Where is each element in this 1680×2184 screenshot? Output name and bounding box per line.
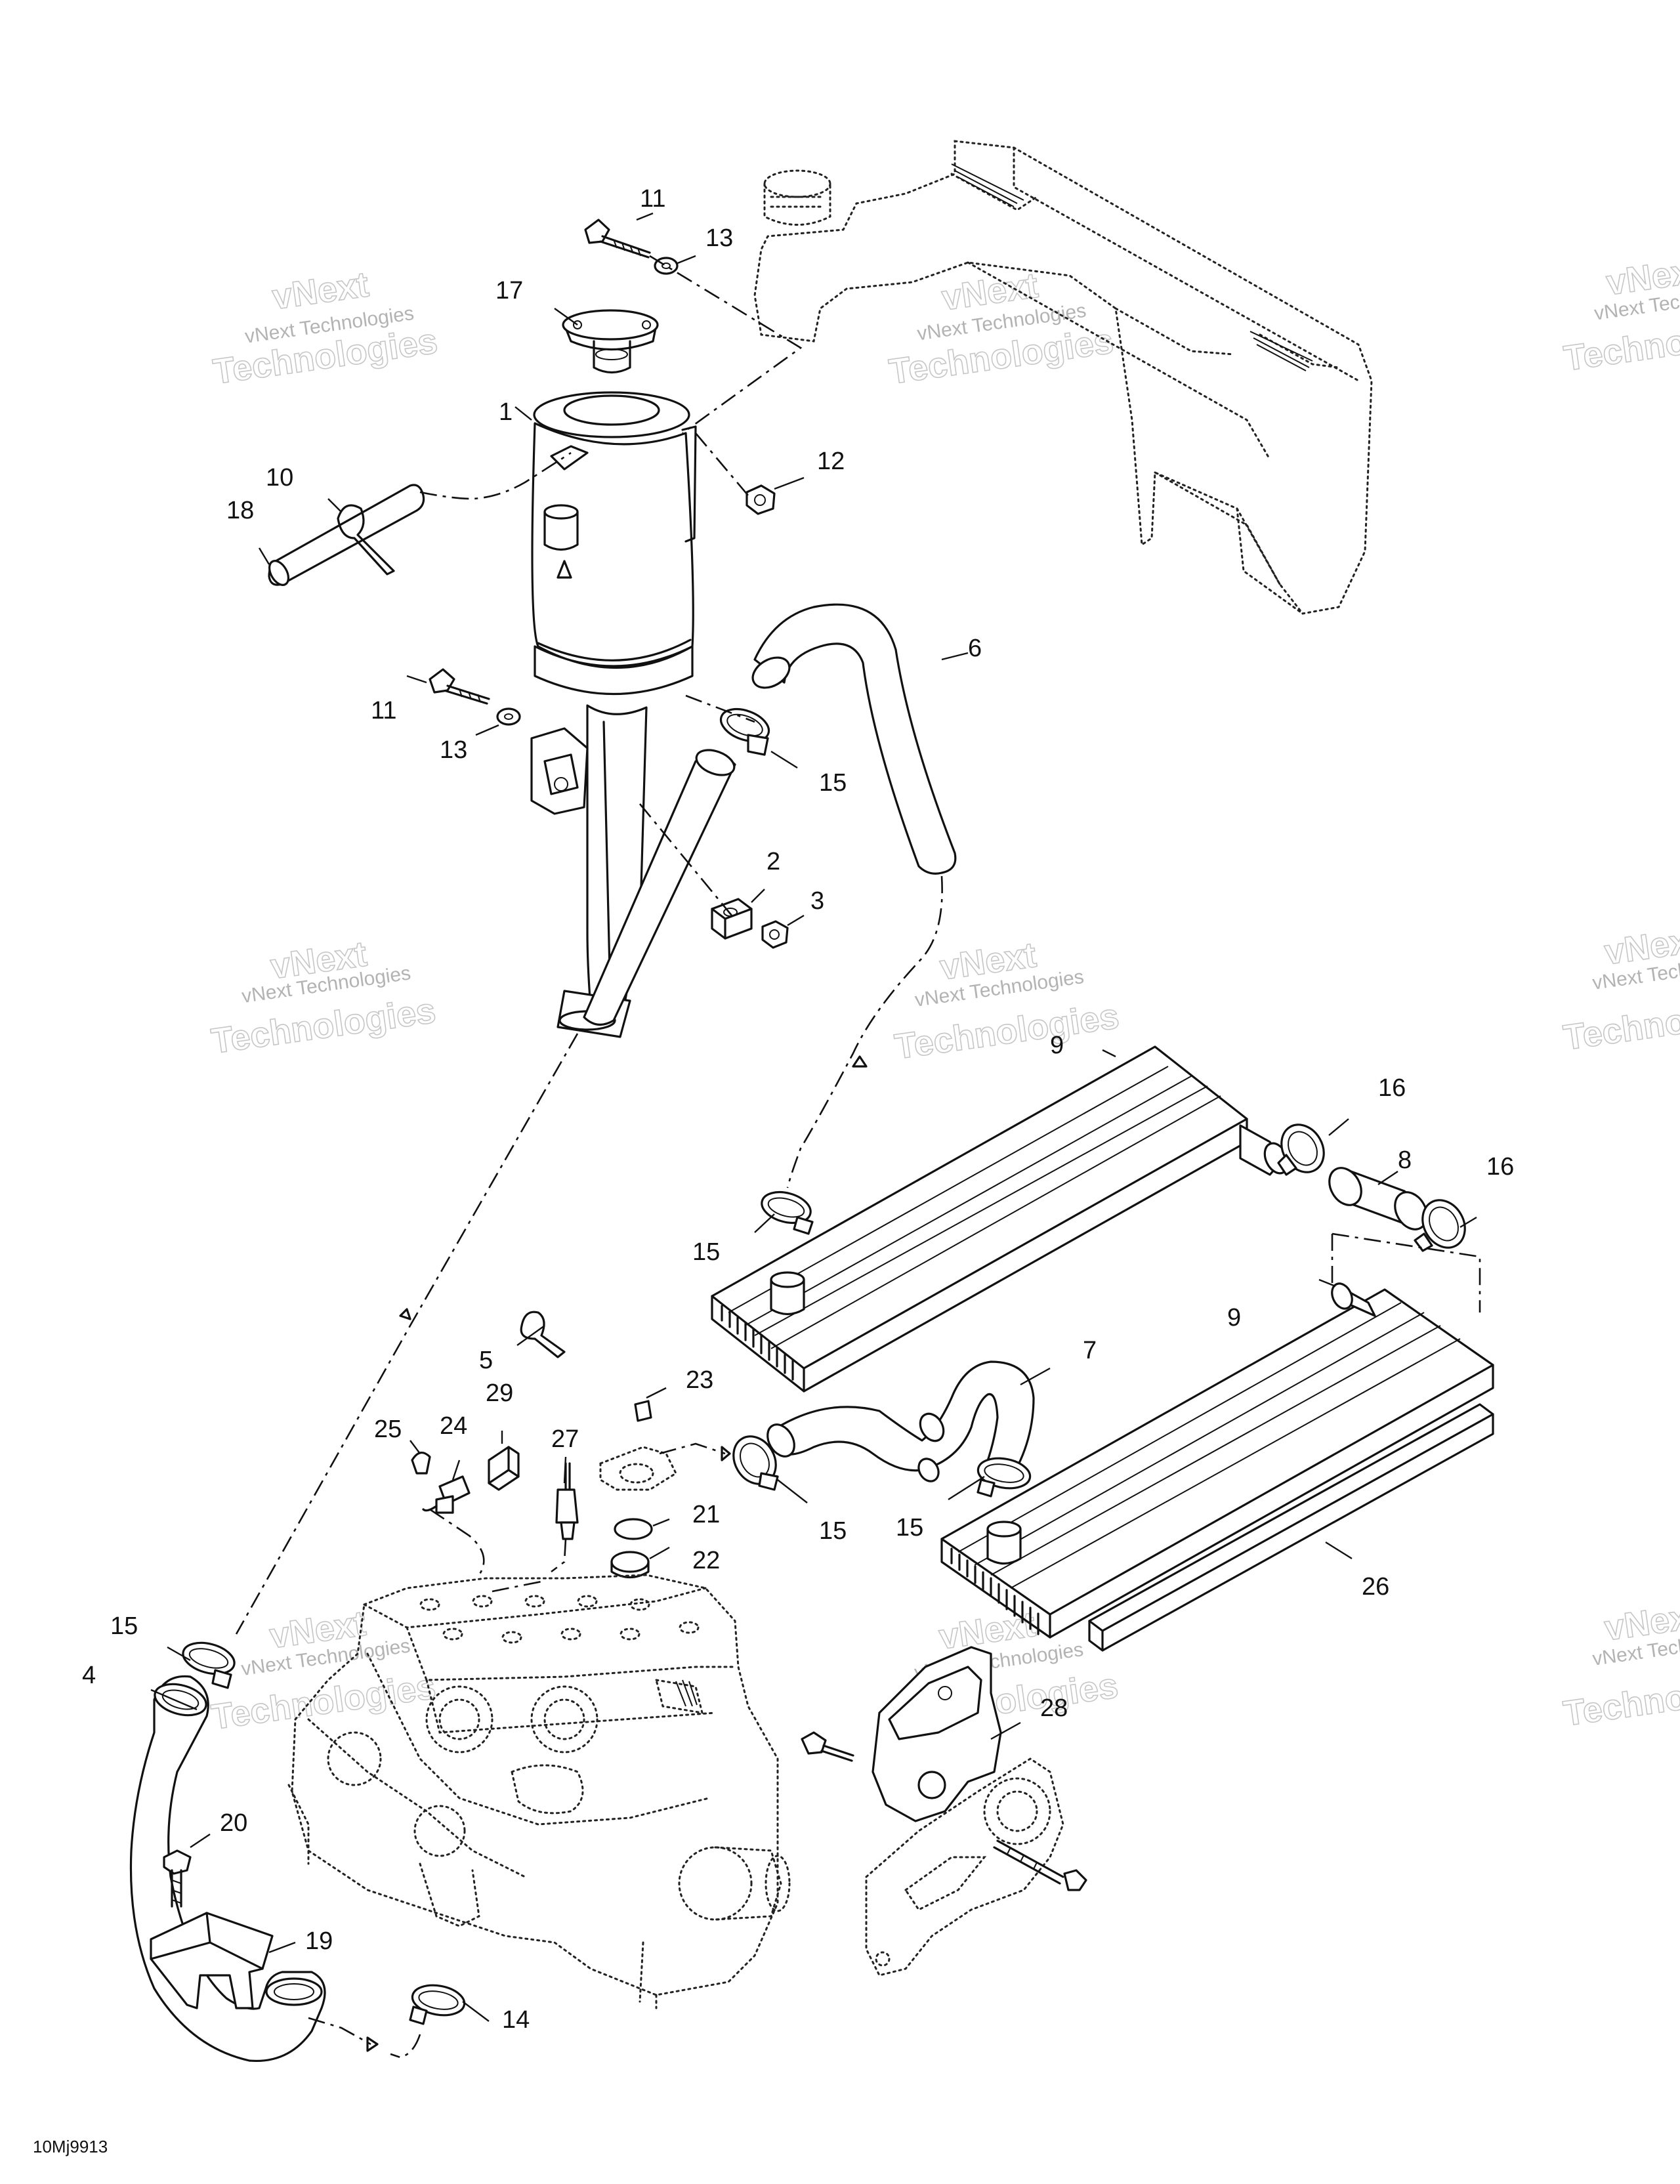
oring-21 bbox=[614, 1518, 653, 1540]
outlet-housing-dotted bbox=[599, 1446, 677, 1491]
callout-16-upper: 16 bbox=[1378, 1074, 1406, 1102]
callout-1: 1 bbox=[499, 398, 513, 426]
pressure-cap bbox=[562, 309, 659, 374]
sensor-24 bbox=[422, 1475, 471, 1514]
callout-11-top: 11 bbox=[640, 185, 665, 213]
callout-11-lower: 11 bbox=[371, 697, 396, 724]
watermark-f: vNext vNext Technologies Technologies bbox=[1561, 919, 1680, 1058]
vent-hose-18 bbox=[268, 484, 425, 586]
watermark-i: vNext vNext Technologies Technologies bbox=[1561, 1595, 1680, 1734]
tank-bracket bbox=[530, 727, 589, 815]
callout-15-hose6: 15 bbox=[819, 769, 847, 797]
watermark-big-word: Technologies bbox=[1561, 987, 1680, 1057]
clamp-15-radiator-upper bbox=[761, 1190, 814, 1235]
callout-20: 20 bbox=[220, 1809, 247, 1837]
nut-12 bbox=[746, 484, 776, 515]
callout-leader-lines bbox=[150, 212, 1477, 2022]
callout-12: 12 bbox=[817, 448, 845, 475]
bracket-19 bbox=[150, 1912, 274, 2009]
tie-clamp-10 bbox=[337, 504, 395, 576]
callout-9-lower: 9 bbox=[1227, 1304, 1241, 1332]
screw-20 bbox=[163, 1849, 192, 1908]
watermark-c: vNext vNext Technologies Technologies bbox=[1561, 250, 1680, 379]
callout-15-radiator-upper: 15 bbox=[692, 1238, 720, 1266]
clamp-15-hose6 bbox=[719, 707, 770, 756]
watermark-d: vNext vNext Technologies Technologies bbox=[209, 934, 439, 1062]
callout-17: 17 bbox=[495, 277, 523, 304]
callout-7: 7 bbox=[1083, 1337, 1097, 1364]
callout-21: 21 bbox=[692, 1501, 720, 1528]
spacer-2 bbox=[711, 898, 753, 940]
cover-28 bbox=[872, 1646, 1002, 1822]
screw-28-left bbox=[801, 1731, 854, 1762]
callout-4: 4 bbox=[82, 1662, 96, 1689]
radiator-upper bbox=[711, 1045, 1290, 1393]
callout-3: 3 bbox=[810, 887, 824, 915]
callout-2: 2 bbox=[766, 848, 780, 875]
watermarks: vNext vNext Technologies Technologies vN… bbox=[209, 250, 1680, 1738]
clamp-15-hose7-left bbox=[732, 1435, 779, 1491]
callout-25: 25 bbox=[374, 1416, 402, 1443]
clamp-16a bbox=[1277, 1124, 1325, 1176]
frame-chassis-dotted bbox=[753, 140, 1373, 615]
connector-29 bbox=[488, 1446, 520, 1491]
callout-16-lower: 16 bbox=[1486, 1153, 1514, 1181]
callout-26: 26 bbox=[1362, 1573, 1389, 1601]
watermark-big-word: vNext bbox=[270, 264, 371, 317]
watermark-b: vNext vNext Technologies Technologies bbox=[886, 265, 1116, 392]
watermark-a: vNext vNext Technologies Technologies bbox=[210, 264, 440, 392]
callout-13-lower: 13 bbox=[440, 736, 467, 764]
callout-15-hose7: 15 bbox=[819, 1517, 847, 1545]
clamp-15-hose4 bbox=[182, 1641, 236, 1689]
callout-14: 14 bbox=[502, 2006, 530, 2034]
connector-tube bbox=[583, 749, 736, 1026]
callout-10: 10 bbox=[266, 464, 293, 492]
drawing-code: 10Mj9913 bbox=[33, 2137, 108, 2156]
nut-3 bbox=[761, 920, 789, 949]
screw-28-right bbox=[993, 1839, 1087, 1891]
seal-strip-26 bbox=[1088, 1403, 1494, 1652]
callout-28: 28 bbox=[1040, 1694, 1068, 1722]
sensor-27 bbox=[555, 1462, 579, 1540]
watermark-e: vNext vNext Technologies Technologies bbox=[892, 934, 1122, 1067]
callout-24: 24 bbox=[440, 1412, 467, 1440]
callout-29: 29 bbox=[486, 1379, 513, 1407]
radiator-lower bbox=[940, 1282, 1494, 1639]
fitting-23 bbox=[634, 1400, 652, 1422]
callout-18: 18 bbox=[226, 497, 254, 524]
callout-27: 27 bbox=[551, 1425, 579, 1453]
callout-8: 8 bbox=[1398, 1146, 1412, 1174]
watermark-big-word: Technologies bbox=[1561, 1663, 1680, 1733]
callout-numbers: 1 2 3 4 5 6 7 8 9 9 10 11 11 12 13 13 14… bbox=[82, 185, 1514, 2034]
coupler-hose-8 bbox=[1328, 1167, 1428, 1230]
callout-9-upper: 9 bbox=[1050, 1032, 1064, 1059]
callout-15-hose4: 15 bbox=[110, 1612, 138, 1640]
dash-connection-radiators bbox=[1331, 1232, 1481, 1312]
callout-23: 23 bbox=[686, 1366, 713, 1394]
clamp-15-radiator-lower bbox=[976, 1457, 1032, 1498]
clip-5 bbox=[520, 1311, 566, 1358]
clamp-14 bbox=[409, 1984, 466, 2025]
sleeve-22 bbox=[610, 1551, 650, 1579]
callout-22: 22 bbox=[692, 1547, 720, 1574]
callout-13-top: 13 bbox=[705, 224, 733, 252]
engine-block-dotted bbox=[287, 1574, 791, 2009]
support-plate-dotted bbox=[865, 1757, 1064, 1977]
callout-19: 19 bbox=[305, 1927, 333, 1955]
assembly-leader-lines bbox=[235, 255, 1028, 2059]
cap-25 bbox=[411, 1452, 431, 1475]
clamp-16b bbox=[1414, 1199, 1466, 1252]
hose-6 bbox=[751, 603, 957, 875]
callout-15-radiator-lower: 15 bbox=[896, 1514, 923, 1542]
coolant-tank bbox=[531, 391, 697, 1038]
callout-6: 6 bbox=[968, 635, 982, 662]
callout-5: 5 bbox=[479, 1347, 493, 1374]
screw-11-top bbox=[584, 219, 651, 259]
washer-13-lower bbox=[496, 707, 521, 726]
screw-11-lower bbox=[429, 668, 490, 705]
